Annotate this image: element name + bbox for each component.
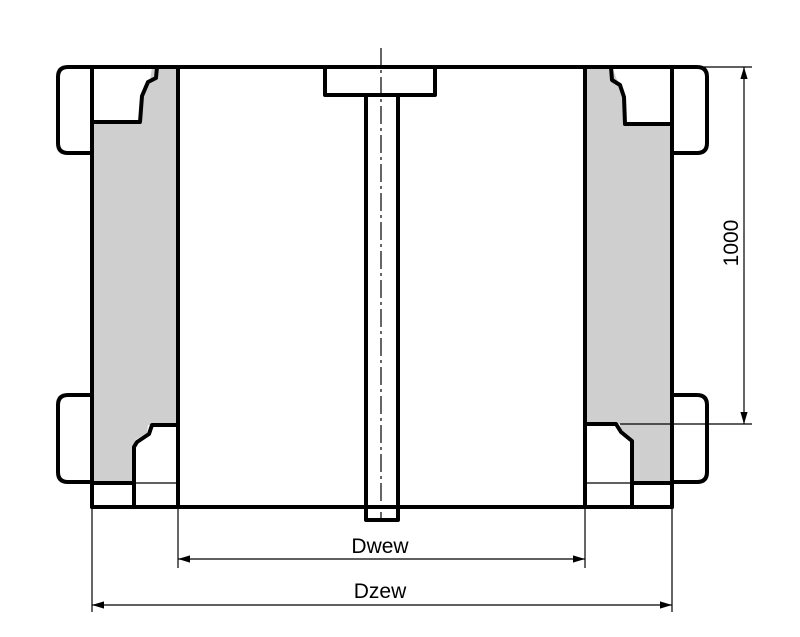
inner-diameter-label: Dwew	[351, 535, 409, 558]
left-wall-fill	[92, 67, 178, 483]
right-wall-fill	[585, 67, 672, 483]
height-dimension: 1000	[620, 66, 752, 425]
right-top-lug	[670, 65, 709, 155]
right-top-socket-profile	[609, 65, 674, 126]
height-label: 1000	[720, 220, 743, 267]
right-bottom-lug	[670, 393, 709, 484]
left-bottom-lug	[56, 393, 94, 484]
outer-diameter-label: Dzew	[354, 580, 407, 603]
right-bottom-spigot-profile	[583, 422, 634, 509]
left-bottom-spigot-profile	[132, 423, 180, 509]
wall-fill-group	[92, 67, 672, 483]
inner-diameter-dimension: Dwew	[177, 507, 586, 568]
left-top-lug	[56, 65, 94, 155]
center-cap	[323, 65, 437, 97]
left-top-socket-profile	[90, 65, 159, 124]
outer-diameter-dimension: Dzew	[91, 507, 673, 612]
center-rod	[364, 93, 400, 522]
pipe-outline	[56, 65, 709, 522]
